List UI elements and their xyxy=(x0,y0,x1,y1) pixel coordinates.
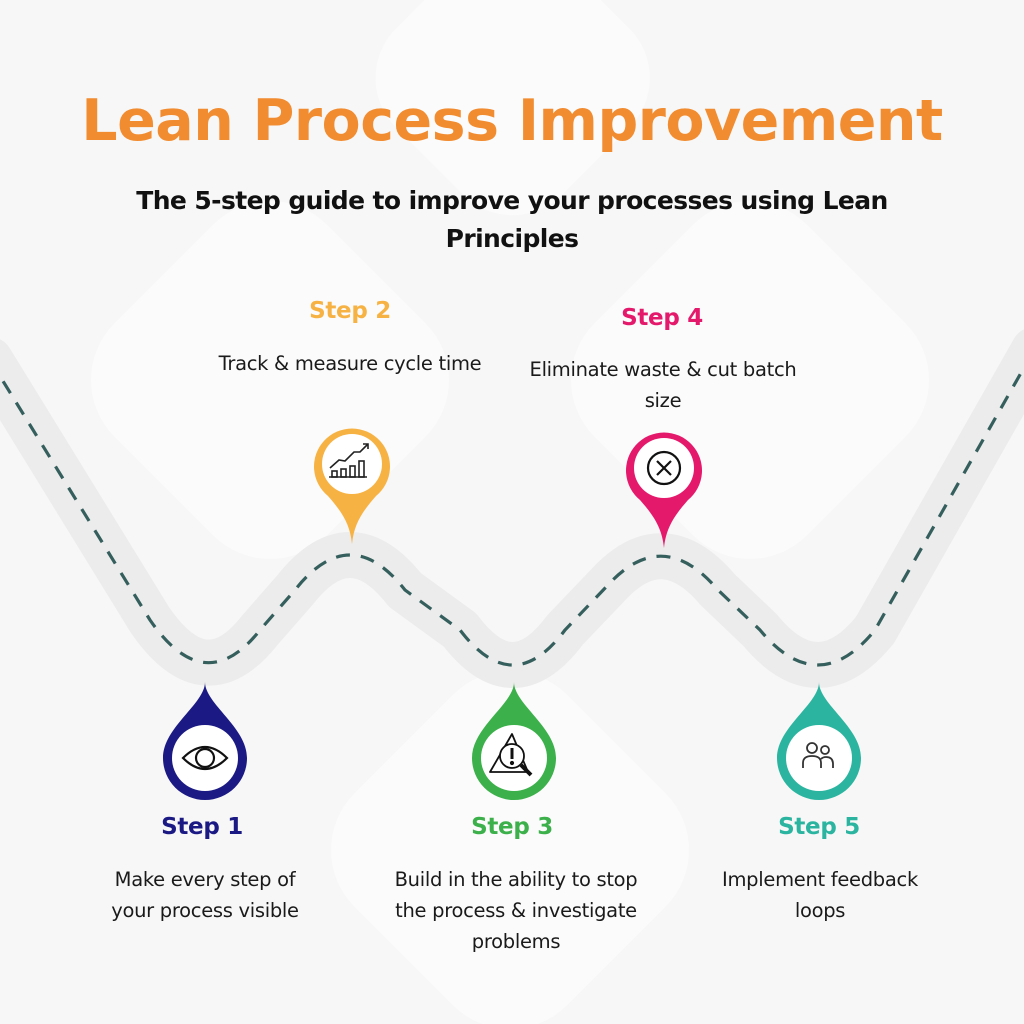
step-3-pin xyxy=(472,682,556,800)
step-3-description: Build in the ability to stop the process… xyxy=(394,868,638,953)
step-3-label: Step 3 xyxy=(471,814,553,840)
warning-magnifier-icon xyxy=(489,733,533,777)
x-circle-icon xyxy=(646,450,682,486)
step-5-pin xyxy=(777,682,861,800)
step-2-pin xyxy=(314,428,390,544)
page-title: Lean Process Improvement xyxy=(81,88,943,154)
step-4-description: Eliminate waste & cut batch size xyxy=(529,358,797,412)
step-4-label: Step 4 xyxy=(621,305,703,331)
step-5-label: Step 5 xyxy=(778,814,860,840)
people-icon xyxy=(802,742,834,768)
page-subtitle: The 5-step guide to improve your process… xyxy=(136,186,888,253)
growth-chart-icon xyxy=(329,443,369,478)
road-center-dashes xyxy=(0,364,1024,667)
step-1-label: Step 1 xyxy=(161,814,243,840)
eye-icon xyxy=(181,745,229,771)
step-4-pin xyxy=(626,432,702,548)
step-2-label: Step 2 xyxy=(309,298,391,324)
step-5-description: Implement feedback loops xyxy=(722,868,918,922)
step-1-description: Make every step of your process visible xyxy=(111,868,299,922)
step-1-pin xyxy=(163,682,247,800)
step-2-description: Track & measure cycle time xyxy=(218,352,482,375)
